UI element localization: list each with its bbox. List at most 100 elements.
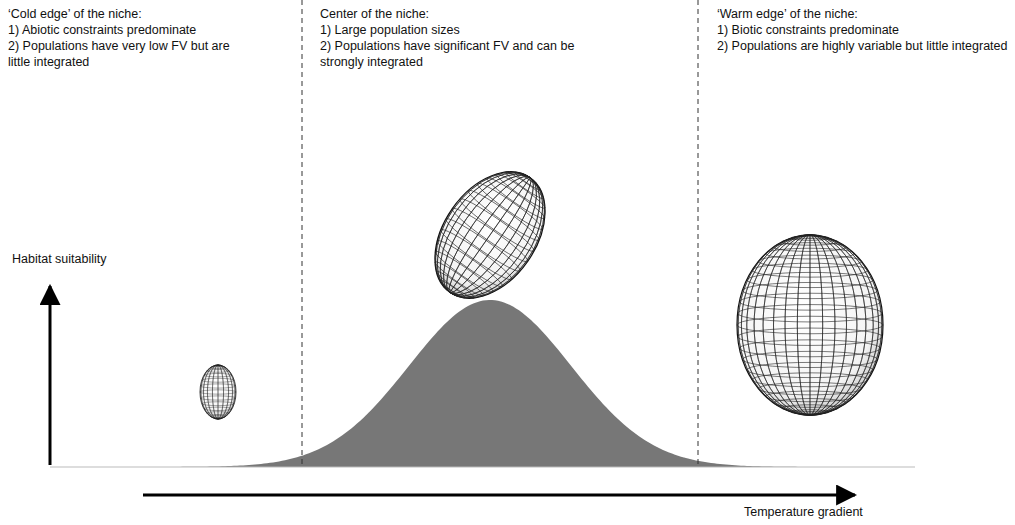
niche-note: 1) Biotic constraints predominate [717,22,1009,38]
ellipsoid-outline [737,235,883,415]
parallel [800,413,819,415]
parallel [738,328,883,345]
parallel [758,382,861,394]
parallel [210,415,226,417]
meridian [203,365,232,419]
parallel [202,402,234,406]
parallel [766,391,855,402]
meridian [741,235,878,415]
parallel [200,396,235,400]
parallel [438,226,515,284]
parallel [214,417,222,419]
parallel [791,236,829,241]
meridian [785,235,835,415]
meridian [203,365,232,419]
meridian [413,152,567,318]
meridian [218,365,219,419]
niche-note: 2) Populations are highly variable but l… [717,38,1009,54]
meridian [212,365,223,419]
boundary-line [302,0,303,466]
meridian [741,235,878,415]
boundary-line [698,0,699,466]
parallel [747,272,873,287]
parallel [210,367,226,369]
meridian [774,235,847,415]
meridian [810,235,811,415]
meridian [754,235,866,415]
parallel [737,316,883,334]
meridian [413,152,567,318]
meridian [207,365,228,419]
ellipsoid-outline [412,151,568,318]
y-axis-arrow [49,286,52,465]
meridian [797,235,822,415]
niche-note: Center of the niche: [320,6,690,22]
parallel [207,412,229,415]
meridian [434,166,547,304]
meridian [797,235,822,415]
meridian [434,166,547,304]
x-axis-arrow [143,494,855,497]
niche-note: 1) Large population sizes [320,22,690,38]
niche-note: 1) Abiotic constraints predominate [8,22,298,38]
meridian [416,154,564,316]
parallel [766,248,855,259]
meridian [426,161,553,309]
variance-ellipsoid [200,365,236,419]
meridian [763,235,857,415]
variance-ellipsoid [412,151,568,318]
meridian [763,235,857,415]
meridian [747,235,873,415]
parallel [443,286,457,297]
meridian [201,365,235,419]
meridian [207,365,228,419]
meridian [754,235,866,415]
ellipsoid-outline [200,365,236,419]
parallel [438,278,466,299]
meridian [416,154,564,316]
parallel [449,204,531,266]
x-axis-label: Temperature gradient [744,504,944,520]
baseline [50,467,915,468]
parallel [433,248,496,295]
parallel [752,263,868,277]
niche-note: ‘Warm edge’ of the niche: [717,6,1009,22]
niche-note: 2) Populations have very low FV but are … [8,38,248,70]
meridian [212,365,223,419]
parallel [200,384,235,388]
variance-ellipsoid [737,235,883,416]
y-axis-label: Habitat suitability [12,251,172,267]
parallel [758,255,861,267]
parallel [774,243,847,252]
parallel [739,293,880,310]
meridian [738,235,882,415]
parallel [202,378,234,382]
parallel [738,305,883,322]
parallel [435,269,476,300]
parallel [743,282,878,298]
meridian [738,235,882,415]
meridian [420,157,559,313]
parallel [791,410,829,415]
parallel [204,373,232,376]
parallel [204,407,232,410]
meridian [201,365,235,419]
meridian [774,235,847,415]
meridian [747,235,873,415]
meridian [420,157,559,313]
parallel [214,365,222,367]
parallel [504,170,545,201]
parallel [207,370,229,373]
parallel [465,186,542,244]
niche-note: ‘Cold edge’ of the niche: [8,6,298,22]
parallel [782,238,838,245]
parallel [522,173,536,184]
parallel [782,405,838,412]
parallel [200,390,236,394]
parallel [514,171,542,192]
parallel [774,399,847,408]
niche-note: 2) Populations have significant FV and c… [320,38,620,70]
meridian [426,161,553,309]
meridian [785,235,835,415]
